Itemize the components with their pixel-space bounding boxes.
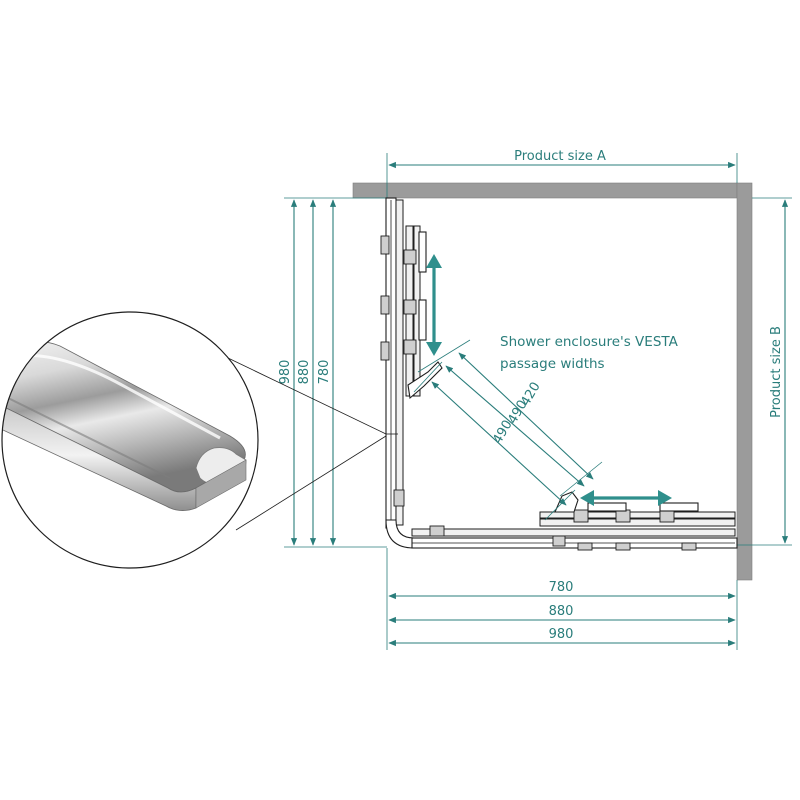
horizontal-size-dimensions: 780 880 980 xyxy=(386,548,738,650)
sliding-arrows xyxy=(426,254,672,506)
passage-caption-line2: passage widths xyxy=(500,356,605,372)
horizontal-size-780: 780 xyxy=(549,580,574,595)
dimension-product-size-a: Product size A xyxy=(386,149,738,200)
passage-caption-line1: Shower enclosure's VESTA xyxy=(500,334,679,350)
walls xyxy=(352,182,753,581)
callout-line-bottom xyxy=(235,435,387,531)
bottom-door-handle xyxy=(554,491,579,513)
enclosure-left-side xyxy=(380,197,443,549)
arrow-up-icon xyxy=(426,254,442,268)
left-fixed-glass xyxy=(395,199,404,526)
vertical-size-880: 880 xyxy=(297,360,312,385)
product-size-b-label: Product size B xyxy=(769,326,784,418)
bottom-sliding-door xyxy=(539,518,736,527)
passage-line-490b xyxy=(431,381,567,506)
product-size-a-label: Product size A xyxy=(514,149,606,164)
vertical-size-780: 780 xyxy=(317,360,332,385)
arrow-left-icon xyxy=(580,490,594,506)
arrow-down-icon xyxy=(426,342,442,356)
profile-zoom-callout xyxy=(1,311,387,569)
side-wall xyxy=(736,182,753,581)
passage-widths-caption: Shower enclosure's VESTA passage widths xyxy=(500,334,679,372)
back-wall xyxy=(352,182,738,199)
vertical-size-dimensions: 980 880 780 xyxy=(278,197,387,548)
enclosure-bottom-side xyxy=(411,491,738,551)
callout-line-top xyxy=(227,357,387,435)
horizontal-size-980: 980 xyxy=(549,627,574,642)
zoom-circle xyxy=(1,311,259,569)
horizontal-size-880: 880 xyxy=(549,604,574,619)
arrow-right-icon xyxy=(658,490,672,506)
vertical-size-980: 980 xyxy=(278,360,293,385)
dimension-product-size-b: Product size B xyxy=(737,197,792,546)
bottom-fixed-glass xyxy=(411,528,736,537)
